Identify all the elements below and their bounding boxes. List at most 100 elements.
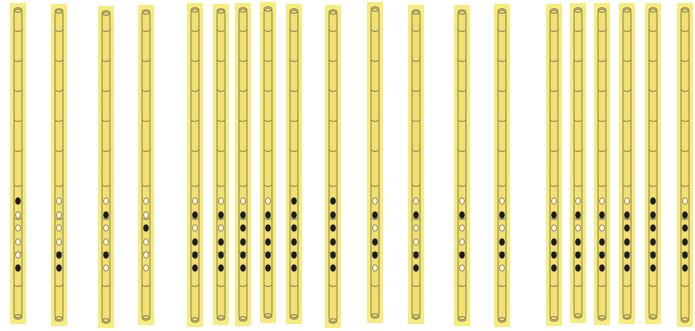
closed-finger-hole [292,265,297,271]
flute [546,4,562,326]
open-finger-hole [104,198,109,204]
closed-finger-hole [193,239,198,245]
closed-finger-hole [331,198,336,204]
closed-finger-hole [414,212,419,218]
open-finger-hole [414,239,419,245]
flute [187,3,203,327]
closed-finger-hole [241,225,246,231]
open-finger-hole [16,212,21,218]
closed-finger-hole [651,225,656,231]
open-finger-hole [373,198,378,204]
closed-finger-hole [576,212,581,218]
closed-finger-hole [144,225,149,231]
closed-finger-hole [600,212,605,218]
open-finger-hole [144,212,149,218]
open-finger-hole [414,198,419,204]
open-finger-hole [600,225,605,231]
flute [494,4,510,327]
closed-finger-hole [625,212,630,218]
closed-finger-hole [651,239,656,245]
closed-finger-hole [552,212,557,218]
flute [408,5,424,324]
open-finger-hole [144,239,149,245]
closed-finger-hole [600,239,605,245]
closed-finger-hole [104,212,109,218]
closed-finger-hole [500,252,505,258]
open-finger-hole [193,225,198,231]
open-finger-hole [683,198,688,204]
open-finger-hole [460,198,465,204]
closed-finger-hole [576,265,581,271]
flute-tube [681,9,689,321]
closed-finger-hole [552,239,557,245]
flute-tube [217,10,225,319]
open-finger-hole [57,239,62,245]
closed-finger-hole [331,225,336,231]
open-finger-hole [104,225,109,231]
closed-finger-hole [625,225,630,231]
closed-finger-hole [600,265,605,271]
open-finger-hole [219,225,224,231]
closed-finger-hole [625,265,630,271]
flute-tube [623,9,631,318]
closed-finger-hole [104,252,109,258]
open-finger-hole [552,198,557,204]
flute-tube [329,11,337,322]
closed-finger-hole [651,198,656,204]
closed-finger-hole [683,225,688,231]
closed-finger-hole [57,265,62,271]
open-finger-hole [219,198,224,204]
flute-tube [598,9,606,319]
closed-finger-hole [651,252,656,258]
open-finger-hole [57,225,62,231]
closed-finger-hole [683,212,688,218]
closed-finger-hole [576,252,581,258]
closed-finger-hole [292,225,297,231]
flute [51,4,67,326]
flute [454,5,470,326]
open-finger-hole [144,198,149,204]
closed-finger-hole [193,252,198,258]
open-finger-hole [144,265,149,271]
flute-tube [239,9,247,320]
open-finger-hole [500,198,505,204]
closed-finger-hole [373,252,378,258]
flute [98,6,114,328]
closed-finger-hole [266,225,271,231]
closed-finger-hole [193,265,198,271]
open-finger-hole [625,198,630,204]
flute-tube [14,9,22,318]
flute [286,4,302,324]
flute-tube [649,9,657,318]
flute-tube [458,11,466,320]
closed-finger-hole [651,212,656,218]
closed-finger-hole [266,239,271,245]
flute-tube [142,11,150,319]
flute [325,5,341,328]
closed-finger-hole [292,212,297,218]
closed-finger-hole [219,212,224,218]
closed-finger-hole [414,252,419,258]
open-finger-hole [373,265,378,271]
closed-finger-hole [16,265,21,271]
closed-finger-hole [500,212,505,218]
closed-finger-hole [292,252,297,258]
open-finger-hole [144,252,149,258]
closed-finger-hole [331,252,336,258]
closed-finger-hole [373,212,378,218]
flute [594,3,610,325]
closed-finger-hole [331,265,336,271]
open-finger-hole [500,265,505,271]
closed-finger-hole [57,252,62,258]
closed-finger-hole [683,239,688,245]
closed-finger-hole [219,252,224,258]
closed-finger-hole [683,265,688,271]
open-finger-hole [241,198,246,204]
closed-finger-hole [331,212,336,218]
closed-finger-hole [241,265,246,271]
open-finger-hole [576,225,581,231]
open-finger-hole [16,239,21,245]
closed-finger-hole [241,212,246,218]
flute [138,5,154,325]
